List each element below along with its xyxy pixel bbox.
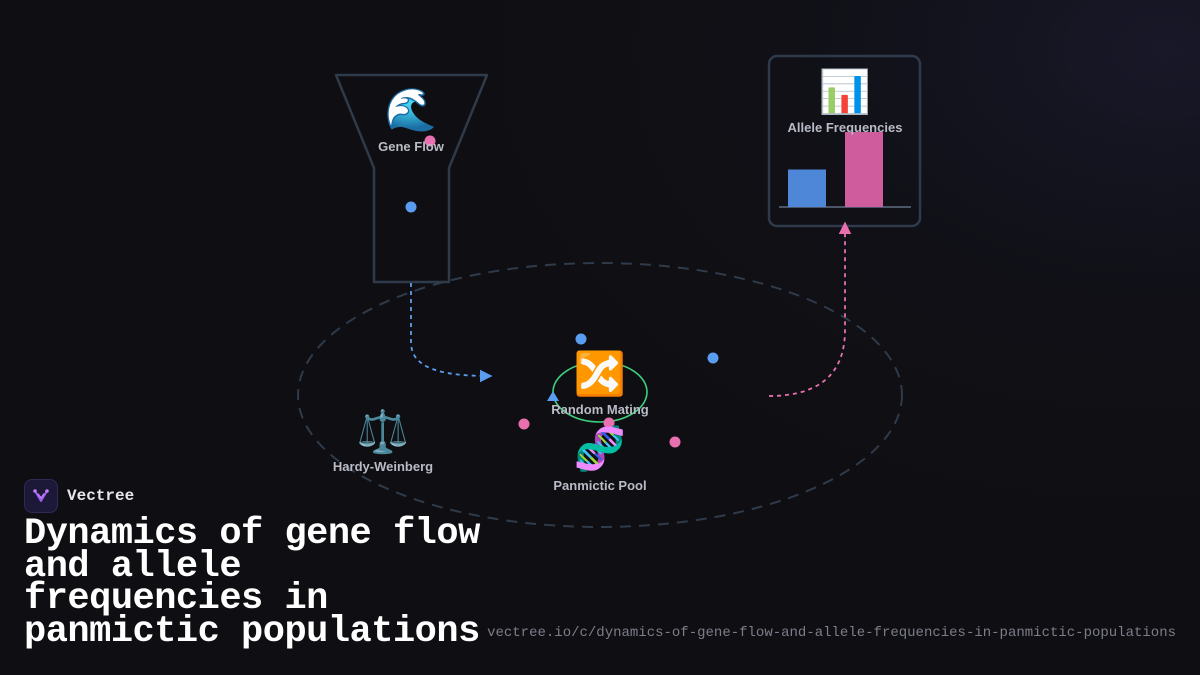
cycle-arrowhead <box>547 391 559 401</box>
gene-flow-arrow <box>410 283 493 383</box>
allele-bar-blue <box>788 169 826 207</box>
random-mating-label: Random Mating <box>551 402 649 417</box>
brand-name: Vectree <box>67 487 135 505</box>
allele-particle-blue <box>707 352 719 364</box>
allele-particle-pink <box>603 417 615 429</box>
panmictic-pool-label: Panmictic Pool <box>553 478 646 493</box>
brand: Vectree <box>24 479 134 513</box>
bar-chart-icon: 📊 <box>819 67 871 116</box>
frequency-arrow <box>768 221 852 397</box>
allele-particle-pink <box>669 436 681 448</box>
wave-icon: 🌊 <box>385 85 437 134</box>
hardy-weinberg-label: Hardy-Weinberg <box>333 459 433 474</box>
allele-particle-pink <box>424 135 436 147</box>
scales-icon: ⚖️ <box>357 407 409 456</box>
source-url: vectree.io/c/dynamics-of-gene-flow-and-a… <box>487 625 1176 641</box>
shuffle-icon: 🔀 <box>574 349 626 398</box>
gene-flow-label: Gene Flow <box>378 139 445 154</box>
dna-icon: 🧬 <box>574 423 626 474</box>
gene-flow-funnel <box>334 73 489 284</box>
vectree-logo-icon <box>24 479 58 513</box>
allele-frequencies-label: Allele Frequencies <box>788 120 903 135</box>
population-boundary <box>297 262 903 528</box>
page-title: Dynamics of gene flow and allele frequen… <box>24 513 480 653</box>
allele-particle-pink <box>518 418 530 430</box>
allele-particle-blue <box>575 333 587 345</box>
allele-particle-blue <box>405 201 417 213</box>
allele-bar-pink <box>845 132 883 207</box>
